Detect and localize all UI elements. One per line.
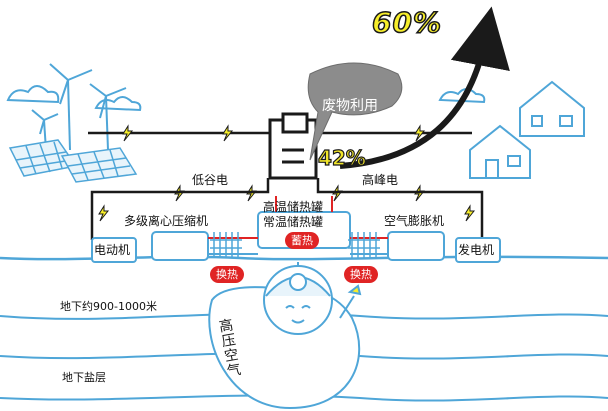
normal-tank-label: 常温储热罐 [263,215,324,229]
speech-bubble [307,62,403,161]
valley-power-label: 低谷电 [192,173,229,187]
house-icon [469,80,585,179]
motor-label: 电动机 [94,243,131,257]
generator-label: 发电机 [458,243,495,257]
compressor-label: 多级离心压缩机 [124,214,209,228]
waste-recovery-callout: 废物利用 [322,98,378,114]
heat-pipes [208,196,388,255]
salt-layer-label: 地下盐层 [62,371,106,384]
cloud-icon [6,85,486,112]
heat-exchanger-icon [210,232,380,258]
grid-control-icon [268,112,318,180]
peak-power-label: 高峰电 [362,173,399,187]
heat-exchange-badge-right: 换热 [344,266,378,284]
storage-badge: 蓄热 [285,232,319,250]
heat-exchange-badge-left: 换热 [210,266,244,284]
expander-label: 空气膨胀机 [384,214,445,228]
wind-turbine-icon [31,63,127,151]
hot-tank-label: 高温储热罐 [263,200,324,214]
compressed-air-character [208,265,362,410]
output-efficiency-label: 60% [371,5,443,40]
equipment-boxes [91,211,501,263]
depth-label: 地下约900-1000米 [60,300,157,313]
recovered-efficiency-label: 42% [317,145,366,170]
solar-panel-icon [8,139,138,183]
